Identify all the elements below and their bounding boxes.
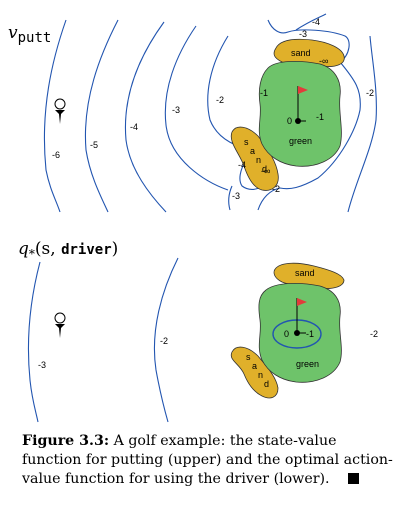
contour-value-label: -3: [172, 105, 180, 115]
contour-line: [153, 257, 179, 423]
contour-value-label: -2: [370, 329, 378, 339]
hole-icon: [294, 330, 306, 336]
contour-value-label: -1: [316, 112, 324, 122]
contour-line: [124, 21, 167, 213]
contour-value-label: -2: [160, 336, 168, 346]
contour-line: [347, 35, 377, 213]
upper-panel: vputt sand s a n d green: [8, 13, 377, 213]
sand-letter: n: [256, 155, 261, 165]
sand-letter: a: [252, 361, 257, 371]
contour-value-label: -1: [306, 329, 314, 339]
contour-line: [43, 19, 67, 213]
contour-value-label: -3: [38, 360, 46, 370]
hole-icon: [295, 118, 306, 124]
sand-trap-top: [273, 38, 345, 67]
contour-value-label: 0: [287, 116, 292, 126]
flag-icon: [297, 86, 308, 120]
end-of-example-mark: [347, 473, 359, 484]
upper-panel-title: vputt: [8, 23, 51, 46]
contour-line: [228, 185, 233, 211]
flag-icon: [296, 298, 307, 332]
contour-value-label: -3: [299, 29, 307, 39]
contour-value-label: -∞: [261, 166, 270, 176]
contour-value-label: -3: [232, 191, 240, 201]
contour-value-label: -4: [238, 160, 246, 170]
sand-letter: d: [264, 379, 269, 389]
sand-label: sand: [291, 48, 311, 58]
putting-green: [258, 60, 342, 167]
contour-value-label: -5: [90, 140, 98, 150]
sand-trap-top: [273, 262, 345, 289]
contour-line: [164, 25, 229, 191]
lower-panel-title: q*(s, driver): [18, 239, 118, 261]
contour-line: [27, 261, 41, 423]
contour-value-label: 0: [284, 329, 289, 339]
golf-tee-icon: [54, 98, 66, 124]
sand-label: sand: [295, 268, 315, 278]
sand-letter: d: [262, 164, 267, 174]
contour-value-label: -2: [272, 184, 280, 194]
contour-line: [257, 19, 361, 211]
contour-value-label: -4: [130, 122, 138, 132]
contour-value-label: -2: [216, 95, 224, 105]
figure-caption: Figure 3.3: A golf example: the state-va…: [22, 432, 394, 489]
sand-letter: s: [244, 137, 249, 147]
sand-letter: a: [250, 146, 255, 156]
sand-letter: n: [258, 370, 263, 380]
sand-letter: s: [246, 352, 251, 362]
contour-value-label: -1: [260, 88, 268, 98]
contour-value-label: -∞: [319, 56, 328, 66]
sand-trap-left: [230, 346, 279, 399]
contour-line: [84, 19, 119, 213]
golf-tee-icon: [54, 312, 66, 338]
sand-trap-left: [230, 126, 279, 191]
green-label: green: [296, 359, 319, 369]
contour-line: [295, 13, 327, 31]
contour-value-label: -4: [312, 17, 320, 27]
figure-label: Figure 3.3:: [22, 433, 110, 449]
lower-panel: q*(s, driver) sand s a n d green: [18, 239, 378, 423]
contour-value-label: -6: [52, 150, 60, 160]
caption-text: A golf example: the state-value function…: [22, 433, 393, 487]
green-label: green: [289, 136, 312, 146]
contour-value-label: -2: [366, 88, 374, 98]
